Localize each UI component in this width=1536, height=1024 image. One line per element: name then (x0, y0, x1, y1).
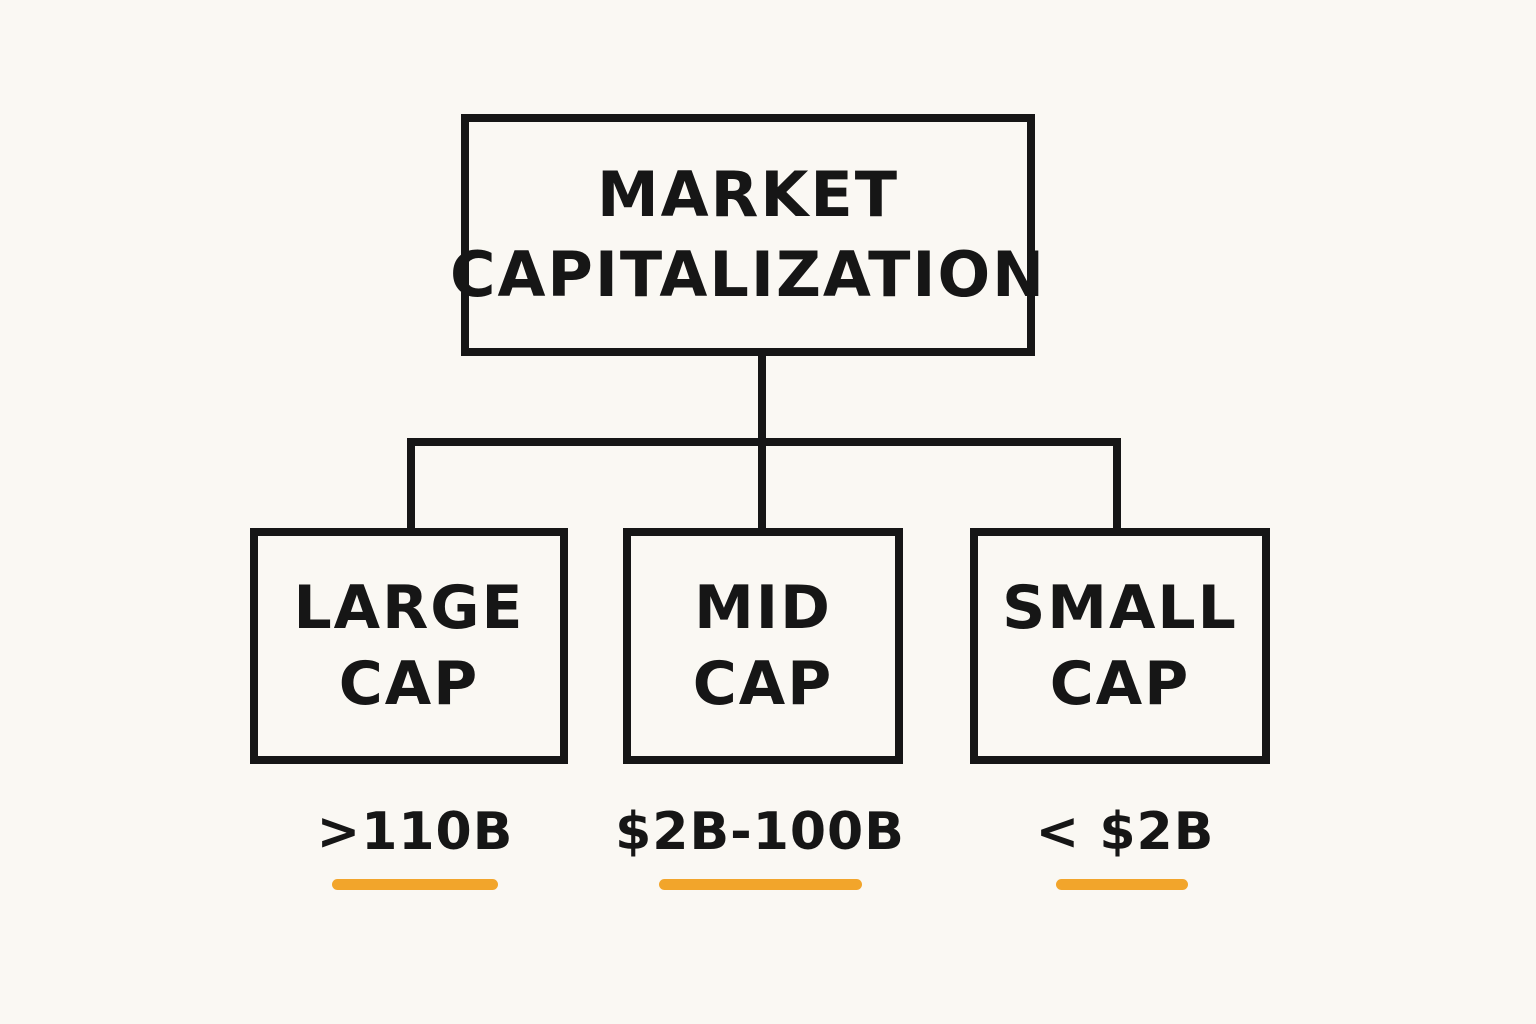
small-cap-label-line1: SMALL (1002, 573, 1238, 643)
large-cap-range: >110B (316, 802, 514, 862)
mid-cap-label-line2: CAP (692, 649, 834, 719)
mid-cap-range: $2B-100B (615, 802, 905, 862)
small-cap-underline (1056, 879, 1188, 890)
small-cap-box: SMALL CAP (970, 528, 1270, 764)
mid-cap-label-line1: MID (694, 573, 832, 643)
large-cap-label-line1: LARGE (293, 573, 525, 643)
root-label-line2: CAPITALIZATION (449, 238, 1047, 311)
small-cap-range: < $2B (1035, 802, 1215, 862)
mid-cap-box: MID CAP (623, 528, 903, 764)
large-cap-label-line2: CAP (338, 649, 480, 719)
small-cap-label-line2: CAP (1049, 649, 1191, 719)
mid-cap-underline (659, 879, 862, 890)
market-capitalization-box: MARKET CAPITALIZATION (450, 114, 1044, 356)
large-cap-box: LARGE CAP (250, 528, 568, 764)
large-cap-underline (332, 879, 498, 890)
root-label-line1: MARKET (596, 158, 900, 231)
